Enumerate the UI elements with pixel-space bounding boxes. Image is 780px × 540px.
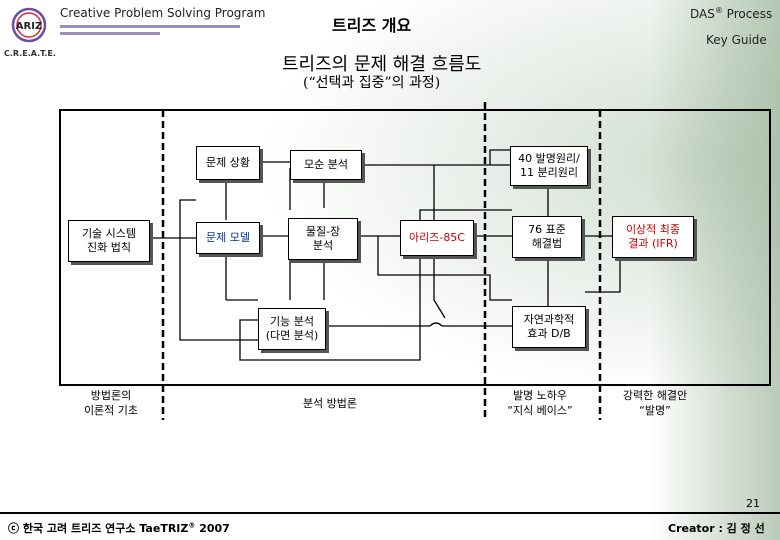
- label-strong-solution: 강력한 해결안 “발명”: [622, 389, 688, 417]
- header-bar: [60, 25, 240, 28]
- diagram-title: 트리즈의 문제 해결 흐름도: [282, 54, 482, 75]
- box-function-analysis: 기능 분석 (다면 분석): [258, 308, 326, 350]
- box-ideal-final-result: 이상적 최종 결과 (IFR): [612, 216, 694, 258]
- box-natural-effects-db: 자연과학적 효과 D/B: [512, 306, 586, 348]
- box-substance-field: 물질-장 분석: [288, 218, 358, 260]
- box-ariz-85c: 아리즈-85C: [400, 220, 474, 256]
- box-contradiction-analysis: 모순 분석: [290, 150, 362, 180]
- footer-rule: [0, 512, 780, 514]
- box-tech-evolution: 기술 시스템 진화 법칙: [68, 220, 150, 262]
- label-invention-knowhow: 발명 노하우 “지식 베이스”: [507, 389, 573, 417]
- das-process: DAS® Process: [690, 6, 773, 21]
- box-problem-situation: 문제 상황: [196, 146, 260, 180]
- ariz-logo-icon: ARIZ: [11, 7, 47, 43]
- header-bar-short: [60, 32, 160, 35]
- page-number: 21: [746, 497, 760, 510]
- logo-caption: C.R.E.A.T.E.: [4, 49, 56, 58]
- key-guide: Key Guide: [706, 33, 767, 47]
- box-standard-solutions: 76 표준 해결법: [512, 216, 582, 258]
- footer-creator: Creator : 김 정 선: [668, 522, 765, 535]
- program-name: Creative Problem Solving Program: [60, 6, 266, 20]
- box-inventive-principles: 40 발명원리/ 11 분리원리: [510, 146, 588, 186]
- background-decoration: [650, 0, 780, 540]
- svg-text:ARIZ: ARIZ: [16, 21, 42, 32]
- label-methodology-basis: 방법론의 이론적 기초: [83, 389, 139, 417]
- page-title: 트리즈 개요: [332, 16, 412, 35]
- label-analysis-methodology: 분석 방법론: [302, 397, 358, 410]
- box-problem-model: 문제 모델: [196, 222, 260, 254]
- diagram-subtitle: (“선택과 집중”의 과정): [303, 75, 441, 91]
- footer-organization: ⓒ 한국 고려 트리즈 연구소 TaeTRIZ® 2007: [8, 521, 230, 535]
